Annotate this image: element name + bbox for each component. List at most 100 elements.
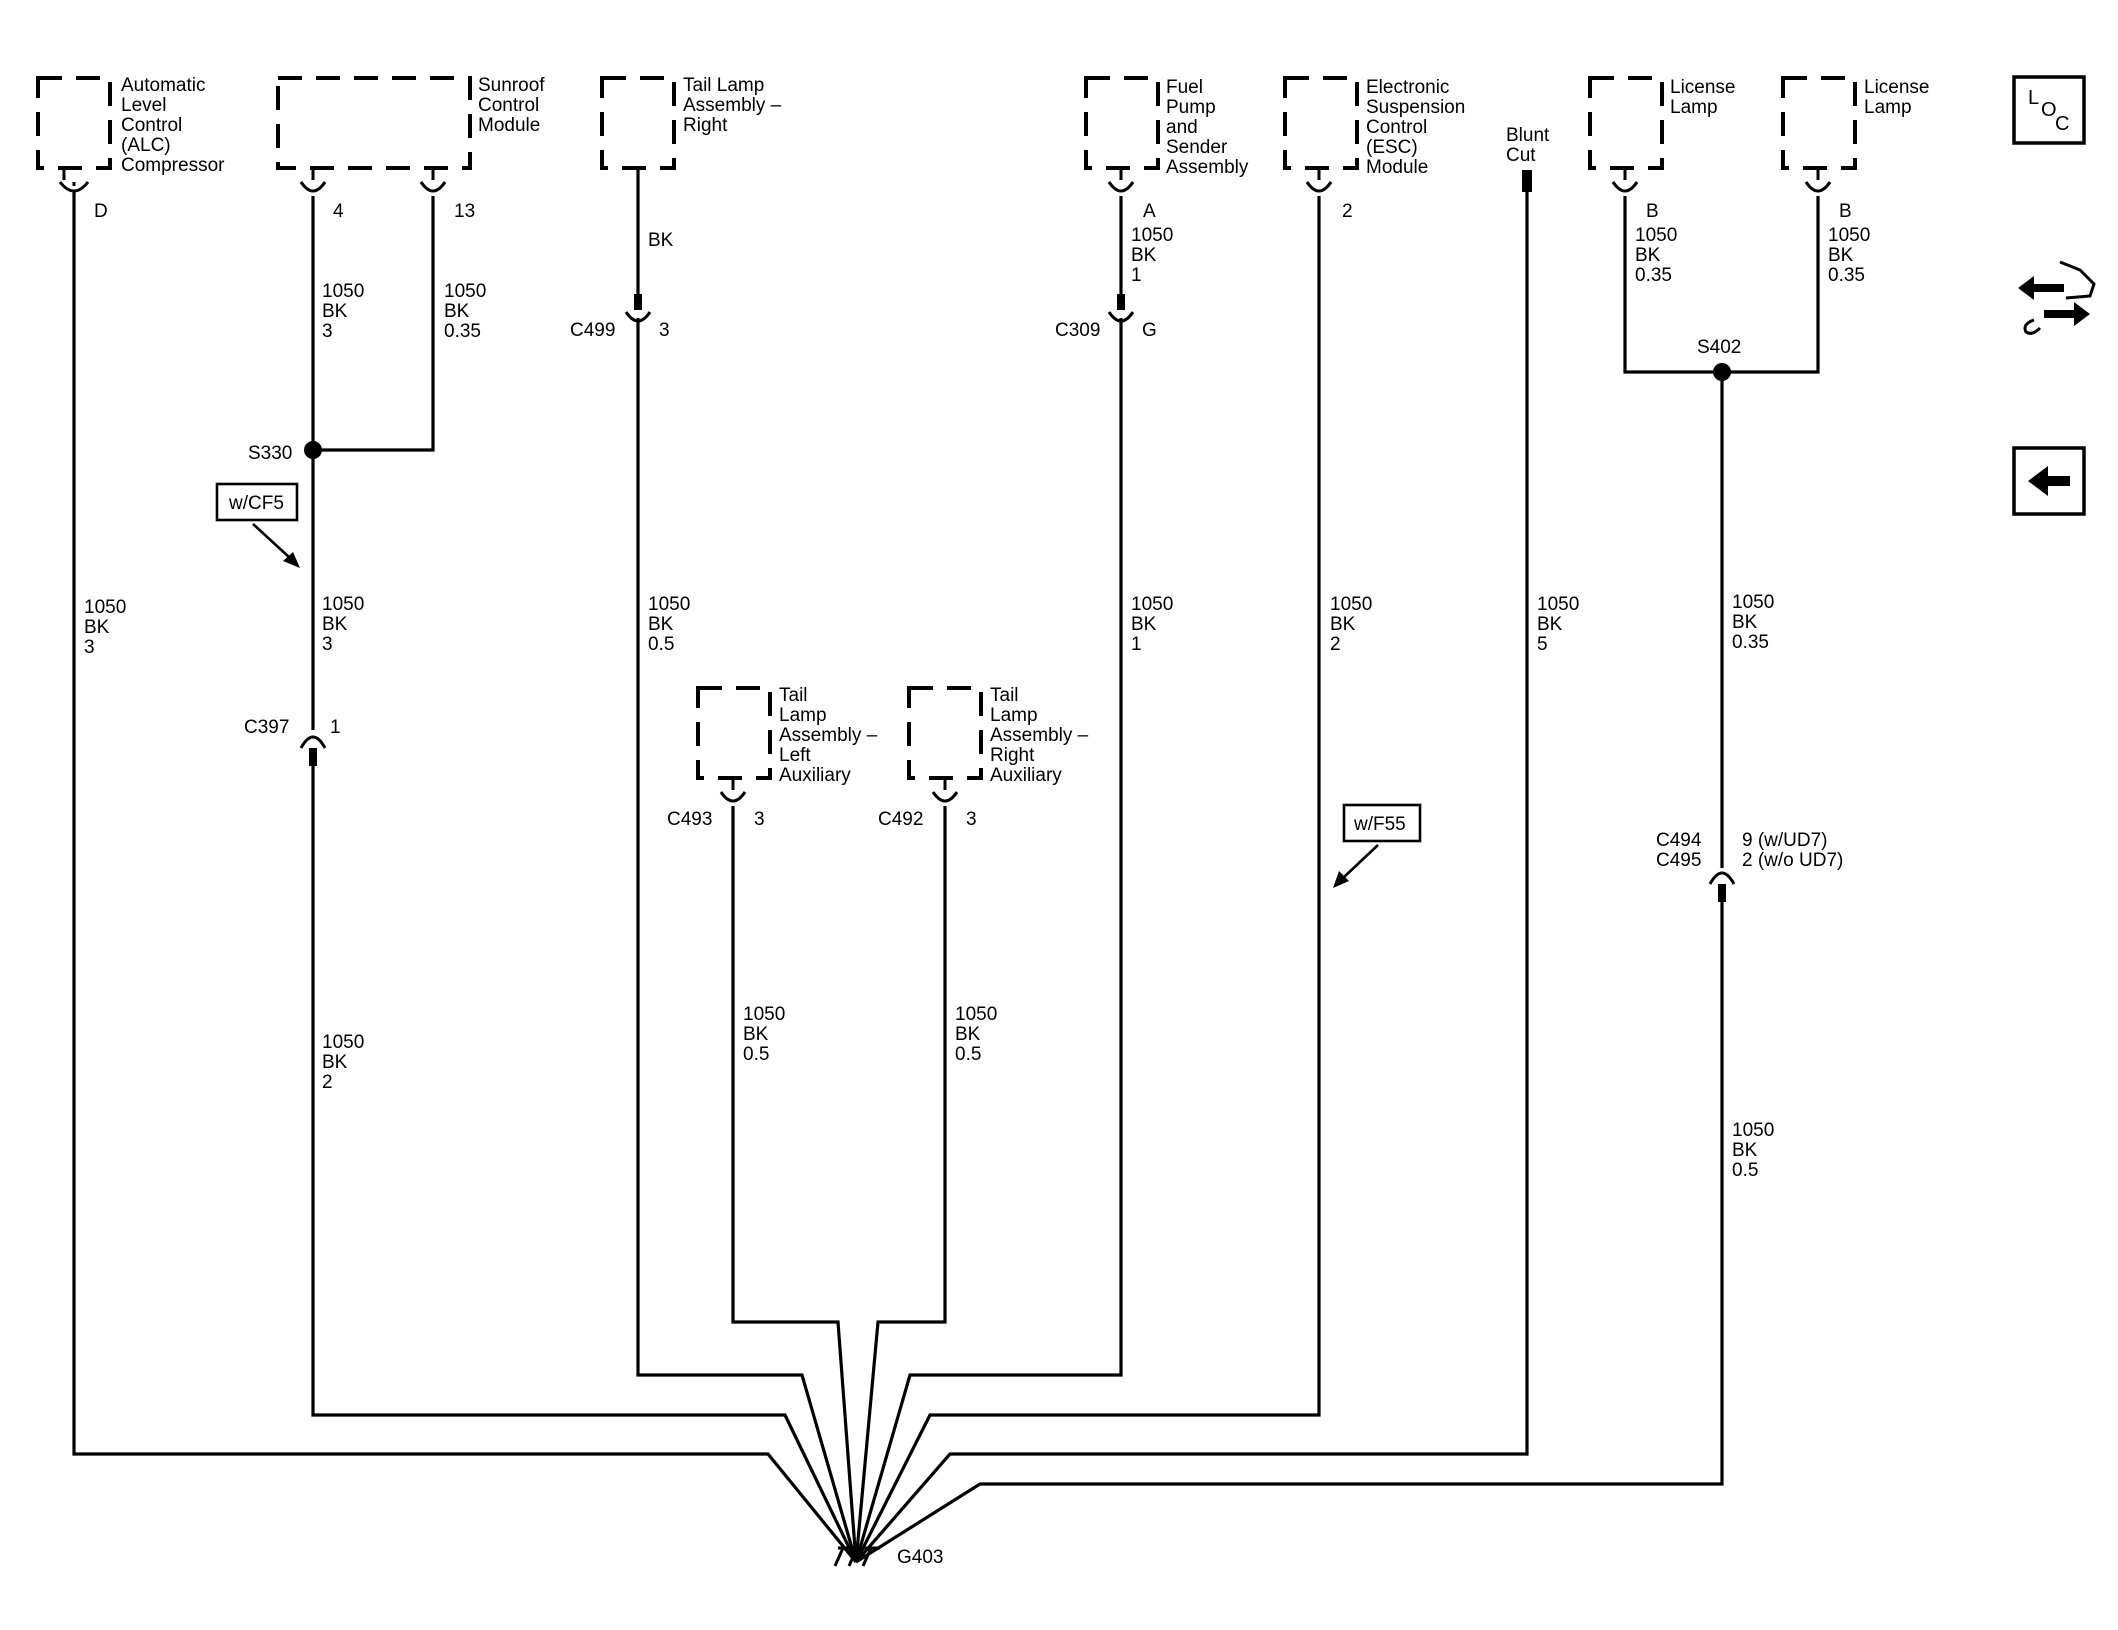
connector-c492[interactable]: C492 3	[878, 809, 977, 830]
pin-alc	[58, 168, 90, 193]
wire-label: 1050 BK 2	[1330, 594, 1378, 655]
component-label: Tail Lamp Assembly – Right	[683, 75, 786, 136]
option-label: w/CF5	[228, 493, 284, 514]
pin-tail-right-aux	[931, 778, 959, 803]
component-label: Automatic Level Control (ALC) Compressor	[121, 75, 225, 176]
component-label: Fuel Pump and Sender Assembly	[1166, 77, 1249, 178]
blunt-cut[interactable]: Blunt Cut	[1506, 125, 1555, 192]
component-fuel-pump-sender[interactable]: Fuel Pump and Sender Assembly	[1084, 76, 1249, 178]
location-button[interactable]: L O C	[2012, 75, 2086, 145]
connector-pin: G	[1142, 320, 1157, 341]
connector-c494-c495[interactable]: C494 C495 9 (w/UD7) 2 (w/o UD7)	[1656, 830, 1843, 902]
connector-id: C499	[570, 320, 615, 341]
wire-label: 1050 BK 0.5	[1732, 1120, 1780, 1181]
component-label: License Lamp	[1670, 77, 1741, 118]
pin-license-2	[1804, 168, 1832, 193]
option-tag-f55[interactable]: w/F55	[1333, 803, 1422, 888]
wire-label: BK	[648, 230, 674, 251]
component-label: Sunroof Control Module	[478, 75, 550, 136]
pin-esc	[1305, 168, 1333, 193]
connector-pin: 9 (w/UD7) 2 (w/o UD7)	[1742, 830, 1843, 871]
component-label: License Lamp	[1864, 77, 1935, 118]
pin-label-sunroof-4: 4	[333, 201, 344, 222]
ground-g403[interactable]: G403	[833, 1546, 943, 1568]
connector-id: C309	[1055, 320, 1100, 341]
pin-label-license-1: B	[1646, 201, 1659, 222]
component-license-lamp-1[interactable]: License Lamp	[1588, 76, 1741, 170]
component-pins	[58, 168, 1832, 803]
pin-sunroof-4	[299, 168, 327, 193]
svg-text:C: C	[2055, 113, 2069, 135]
splice-s402[interactable]: S402	[1697, 337, 1741, 381]
wire-label: 1050 BK 0.5	[743, 1004, 791, 1065]
connector-id: C397	[244, 717, 289, 738]
component-label: Tail Lamp Assembly – Left Auxiliary	[779, 685, 882, 786]
wire-labels: 1050 BK 3 1050 BK 3 1050 BK 0.35 1050 BK…	[84, 225, 1876, 1181]
component-label: Tail Lamp Assembly – Right Auxiliary	[990, 685, 1093, 786]
back-arrow-icon	[2028, 466, 2070, 496]
wire-label: 1050 BK 1	[1131, 594, 1179, 655]
wire-blunt-cut[interactable]	[854, 192, 1529, 1564]
wire-esc[interactable]	[854, 196, 1321, 1563]
component-label: Electronic Suspension Control (ESC) Modu…	[1366, 77, 1471, 178]
component-license-lamp-2[interactable]: License Lamp	[1781, 76, 1935, 170]
pin-tail-left-aux	[719, 778, 747, 803]
pin-label-sunroof-13: 13	[454, 201, 475, 222]
wire-label: 1050 BK 5	[1537, 594, 1585, 655]
splice-s330[interactable]: S330	[248, 441, 322, 464]
back-button[interactable]	[2012, 446, 2086, 516]
connector-pin: 3	[659, 320, 670, 341]
connector-pin: 3	[966, 809, 977, 830]
wire-label: 1050 BK 0.35	[1635, 225, 1683, 286]
ground-id: G403	[897, 1547, 943, 1568]
wires	[72, 168, 1820, 1564]
wire-label: 1050 BK 2	[322, 1032, 370, 1093]
wire-tail-right-main[interactable]	[636, 318, 858, 1563]
wire-label: 1050 BK 3	[322, 281, 370, 342]
wire-tail-right-aux[interactable]	[854, 806, 947, 1563]
component-tail-lamp-right[interactable]: Tail Lamp Assembly – Right	[600, 75, 786, 170]
svg-text:O: O	[2041, 99, 2057, 121]
wire-fuel-main[interactable]	[854, 318, 1123, 1563]
blunt-cut-mark	[1522, 170, 1532, 192]
connector-c397[interactable]: C397 1	[244, 717, 341, 766]
component-alc-compressor[interactable]: Automatic Level Control (ALC) Compressor	[36, 75, 225, 176]
pin-label-fuel: A	[1143, 201, 1156, 222]
wire-license-low[interactable]	[855, 888, 1724, 1564]
splice-id: S402	[1697, 337, 1741, 358]
connector-end-view-icon	[2018, 260, 2096, 335]
component-sunroof-control-module[interactable]: Sunroof Control Module	[276, 75, 550, 170]
wire-label: 1050 BK 3	[322, 594, 370, 655]
pin-license-1	[1611, 168, 1639, 193]
location-icon: L O C	[2028, 87, 2069, 135]
pin-fuel	[1107, 168, 1135, 193]
pin-label-license-2: B	[1839, 201, 1852, 222]
wire-label: 1050 BK 1	[1131, 225, 1179, 286]
wire-sunroof-low[interactable]	[311, 752, 858, 1563]
wire-label: 1050 BK 3	[84, 597, 132, 658]
component-esc-module[interactable]: Electronic Suspension Control (ESC) Modu…	[1283, 76, 1471, 178]
wire-alc[interactable]	[72, 192, 858, 1564]
wire-label: 1050 BK 0.5	[955, 1004, 1003, 1065]
connector-c499[interactable]: C499 3	[570, 294, 670, 341]
option-label: w/F55	[1353, 814, 1406, 835]
connector-id: C494 C495	[1656, 830, 1707, 871]
connector-end-view-button[interactable]	[2018, 260, 2096, 335]
option-tag-cf5[interactable]: w/CF5	[215, 482, 300, 568]
wire-label: 1050 BK 0.35	[444, 281, 492, 342]
splice-id: S330	[248, 443, 292, 464]
component-tail-lamp-left-aux[interactable]: Tail Lamp Assembly – Left Auxiliary	[696, 685, 882, 786]
connector-c493[interactable]: C493 3	[667, 809, 765, 830]
connector-c309[interactable]: C309 G	[1055, 294, 1157, 341]
connector-pin: 3	[754, 809, 765, 830]
pin-sunroof-13	[419, 168, 447, 193]
pin-label-esc: 2	[1342, 201, 1353, 222]
wire-sunroof-13[interactable]	[313, 196, 435, 452]
wire-label: 1050 BK 0.35	[1828, 225, 1876, 286]
connector-id: C492	[878, 809, 923, 830]
component-tail-lamp-right-aux[interactable]: Tail Lamp Assembly – Right Auxiliary	[907, 685, 1093, 786]
wire-tail-left-aux[interactable]	[731, 806, 858, 1563]
connector-pin: 1	[330, 717, 341, 738]
wire-label: 1050 BK 0.5	[648, 594, 696, 655]
